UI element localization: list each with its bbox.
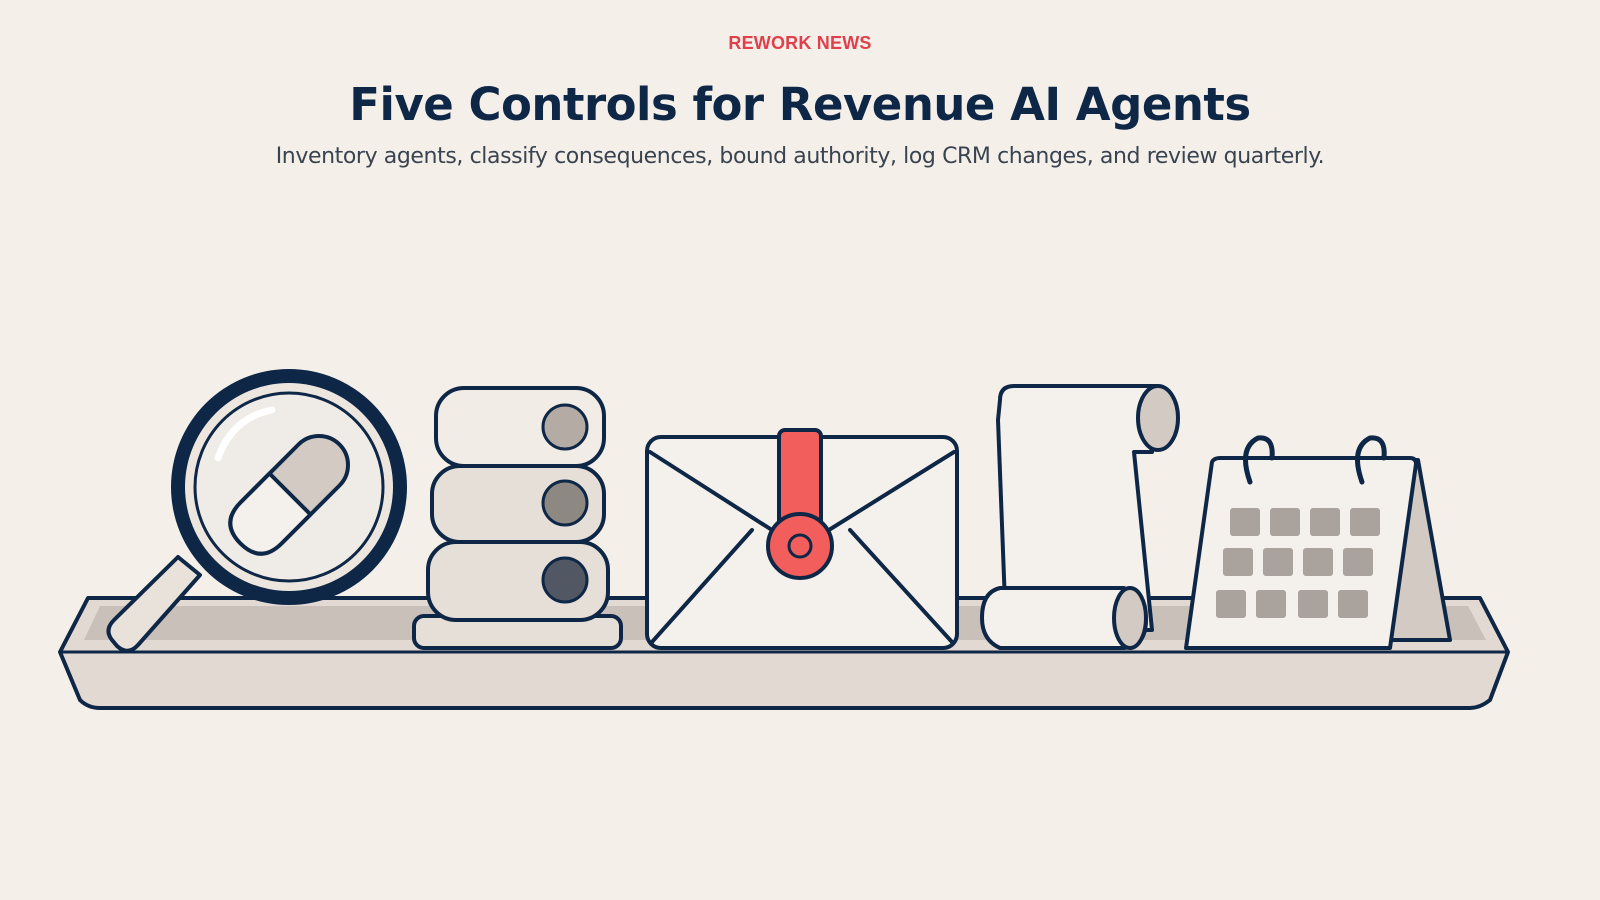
toggle-stack-icon bbox=[412, 386, 623, 650]
magnifier-icon bbox=[106, 369, 407, 653]
calendar-date-grid bbox=[1216, 508, 1380, 618]
article-headline: Five Controls for Revenue AI Agents bbox=[349, 78, 1251, 131]
scroll-document-icon bbox=[980, 384, 1180, 650]
desk-calendar-icon bbox=[1184, 435, 1452, 650]
publication-kicker: REWORK NEWS bbox=[728, 33, 872, 53]
article-subheadline: Inventory agents, classify consequences,… bbox=[275, 144, 1325, 169]
pill-capsule-icon bbox=[228, 434, 350, 556]
sealed-envelope-icon bbox=[645, 428, 959, 650]
